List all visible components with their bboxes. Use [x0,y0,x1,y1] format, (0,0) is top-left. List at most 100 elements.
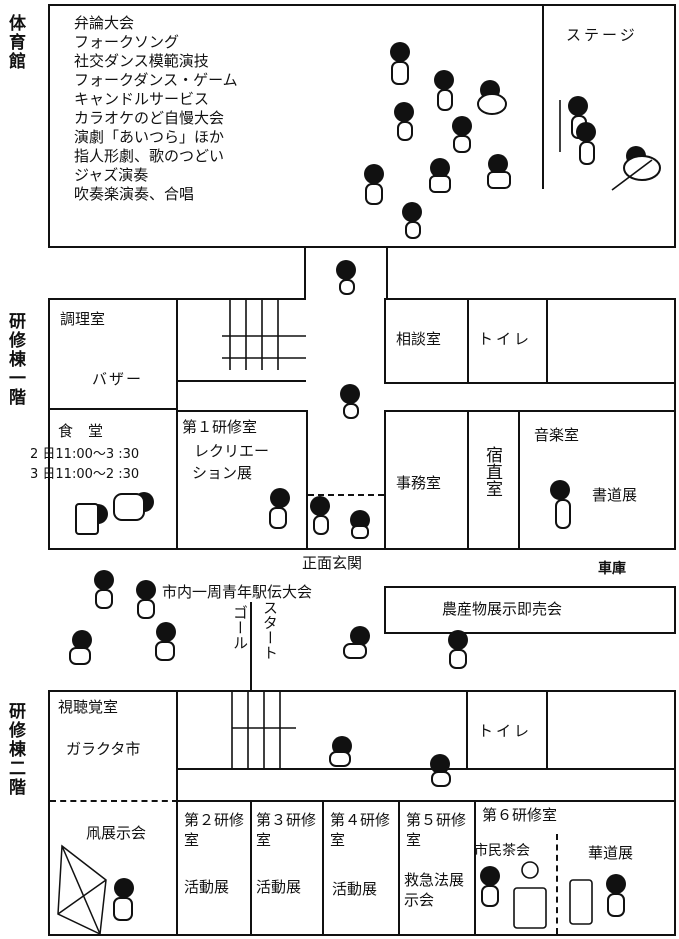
cooking-room [48,298,178,410]
person-figure [94,570,114,609]
corridor-wall-right [386,248,676,298]
toilet-left-wall-floor2 [466,690,468,770]
tea-ceremony-label: 市民茶会 [474,843,530,859]
music-room-label: 音楽室 [534,426,580,444]
office-left-wall [384,410,386,550]
entrance-dashed-line [308,494,384,496]
cafeteria-label: 食 堂 [58,422,104,440]
person-figure [576,122,596,165]
training-room-1 [176,410,308,550]
person-figure [623,146,661,181]
side-label-wing1: 研修棟一階 [5,312,25,407]
stairs-floor1 [222,298,306,370]
person-figure [477,80,507,115]
training-room-3-exhibit: 活動展 [256,878,302,896]
room2-left-wall [176,800,178,936]
room-divider [398,800,400,936]
produce-booth [384,586,676,634]
person-figure [480,866,500,907]
person-figure [75,503,108,535]
office-label: 事務室 [396,474,442,492]
consult-toilet-divider [467,298,469,384]
cafeteria-room [48,410,178,550]
gym-event: キャンドルサービス [74,90,210,108]
stage-divider [542,4,544,189]
stage-label: ステージ [566,26,638,44]
training-room-4-label: 第４研修室 [330,811,391,849]
training-room-2-label: 第２研修室 [184,811,245,849]
person-figure [155,622,176,661]
corridor-wall-left [48,248,306,298]
gym-event: 演劇「あいつら」ほか [74,128,225,146]
gym-event: カラオケのど自慢大会 [74,109,225,127]
toilet-right-wall-floor2 [546,690,548,770]
relay-label: 市内一周青年駅伝大会 [162,583,313,601]
goal-label: ゴール [231,605,249,650]
person-figure [350,510,370,539]
cafeteria-hours: 2 日11:00～3 :30 [30,447,140,462]
gym-event: 吹奏楽演奏、合唱 [74,185,195,203]
ikebana-label: 華道展 [588,844,634,862]
gym-building [48,4,676,248]
person-figure [452,116,472,153]
gym-event: 指人形劇、歌のつどい [74,147,225,165]
produce-label: 農産物展示即売会 [442,600,563,618]
floor2-building [48,690,676,936]
person-figure [487,154,511,189]
person-figure [269,488,290,529]
room-divider [250,800,252,936]
training-room-3-label: 第３研修室 [256,811,317,849]
finish-line [250,602,252,690]
garage-label: 車庫 [598,561,626,577]
training-room-6-label: 第６研修室 [482,806,558,824]
recreation-label: レクリエー [194,442,270,460]
av-room-wall [176,690,178,800]
training-room-4-exhibit: 活動展 [332,880,378,898]
person-figure [113,492,154,521]
person-figure [434,70,454,111]
person-figure [329,736,352,767]
floor2-rooms-top-wall [178,800,676,802]
person-figure [606,874,626,917]
person-figure [430,754,451,787]
tea-divider [556,834,558,934]
person-figure [340,384,360,419]
person-figure [364,164,384,205]
training-room-2-exhibit: 活動展 [184,878,230,896]
gym-event: 弁論大会 [74,14,135,32]
consult-left-wall [384,298,386,384]
entrance-label: 正面玄関 [302,554,363,572]
stairs-area-floor1 [178,298,306,382]
toilet-label-floor1: トイレ [478,330,533,348]
person-figure [429,158,451,193]
stage-props [559,100,653,191]
kite-label: 凧展示会 [86,824,147,842]
office-right-wall [467,410,469,550]
person-figure [343,626,370,659]
person-figure [390,42,410,85]
room-divider [322,800,324,936]
person-figure [402,202,422,239]
stairs-floor2 [231,692,296,768]
floor1-right-block-wall [384,382,676,384]
toilet-label-floor2: トイレ [478,722,533,740]
side-label-gym: 体育館 [5,14,25,71]
cafeteria-hours: 3 日11:00～2 :30 [30,467,140,482]
av-room-label: 視聴覚室 [58,698,119,716]
person-figure [310,496,330,535]
floor2-corridor-wall [178,768,676,770]
side-label-wing2: 研修棟二階 [5,702,25,797]
calligraphy-label: 書道展 [592,486,638,504]
person-figure [69,630,92,665]
floor1-right-wall [674,298,676,550]
gym-event: フォークダンス・ゲーム [74,71,238,89]
toilet-right-wall [546,298,548,384]
floor1-left-wall [48,298,50,550]
junk-market-label: ガラクタ市 [66,740,141,758]
gym-event: 社交ダンス模範演技 [74,52,209,70]
floor1-top-wall-right [386,298,676,300]
office-top-wall [384,410,676,412]
kite-drawing [57,844,107,936]
consult-room-label: 相談室 [396,330,442,348]
